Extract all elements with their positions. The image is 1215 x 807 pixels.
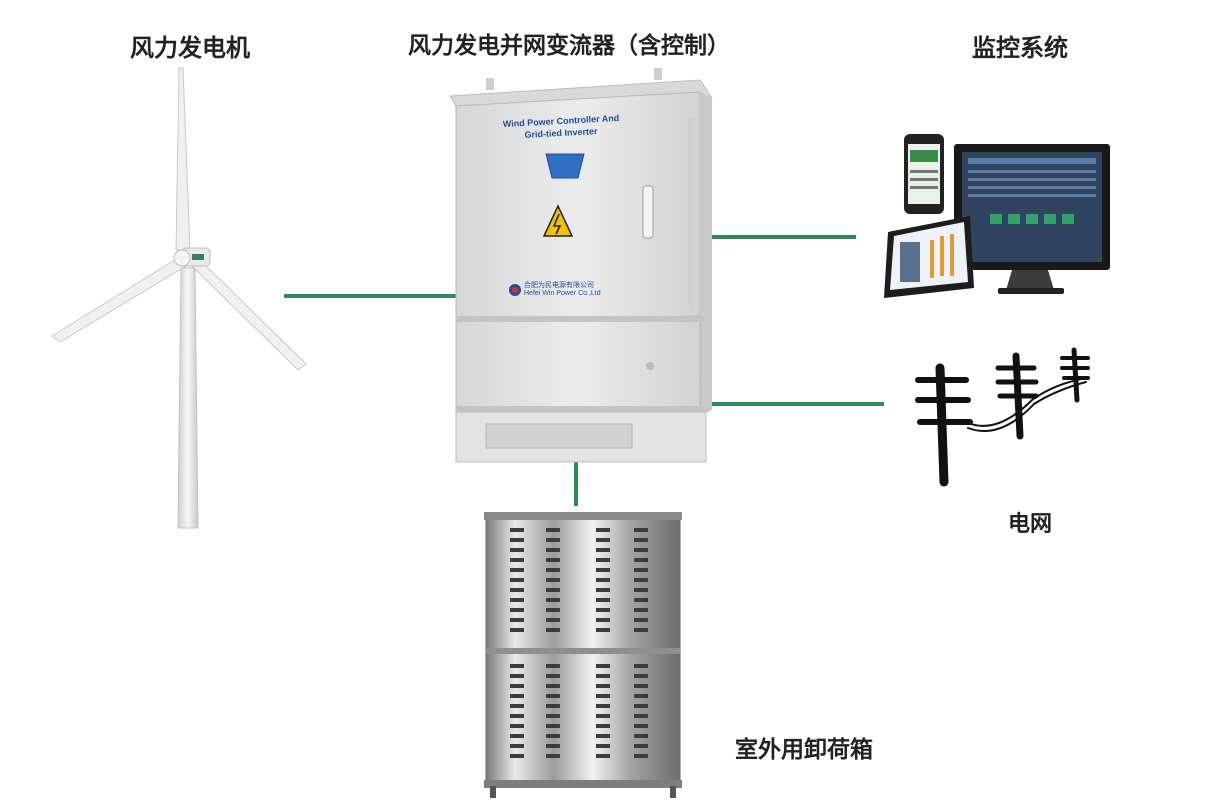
wind-turbine-label: 风力发电机 [130, 33, 250, 62]
monitoring-label: 监控系统 [972, 33, 1068, 62]
grid-label: 电网 [1008, 511, 1053, 537]
inverter-cabinet-icon [449, 68, 713, 463]
monitoring-system-icon [884, 134, 1110, 298]
dump-load-label: 室外用卸荷箱 [735, 736, 873, 763]
inverter-panel-company-en: Hefei Win Power Co.,Ltd [524, 290, 601, 297]
inverter-dumpload-connector [574, 460, 578, 506]
turbine-inverter-connector [284, 294, 456, 298]
inverter-label: 风力发电并网变流器（含控制） [408, 32, 730, 59]
power-grid-icon [915, 347, 1090, 487]
inverter-panel-company-cn: 合肥为民电源有限公司 [524, 281, 594, 289]
inverter-monitoring-connector [706, 235, 856, 239]
vent-panel [688, 118, 694, 308]
wind-turbine-icon [51, 67, 307, 529]
inverter-grid-connector [710, 402, 884, 406]
dump-load-box-icon [484, 512, 682, 798]
